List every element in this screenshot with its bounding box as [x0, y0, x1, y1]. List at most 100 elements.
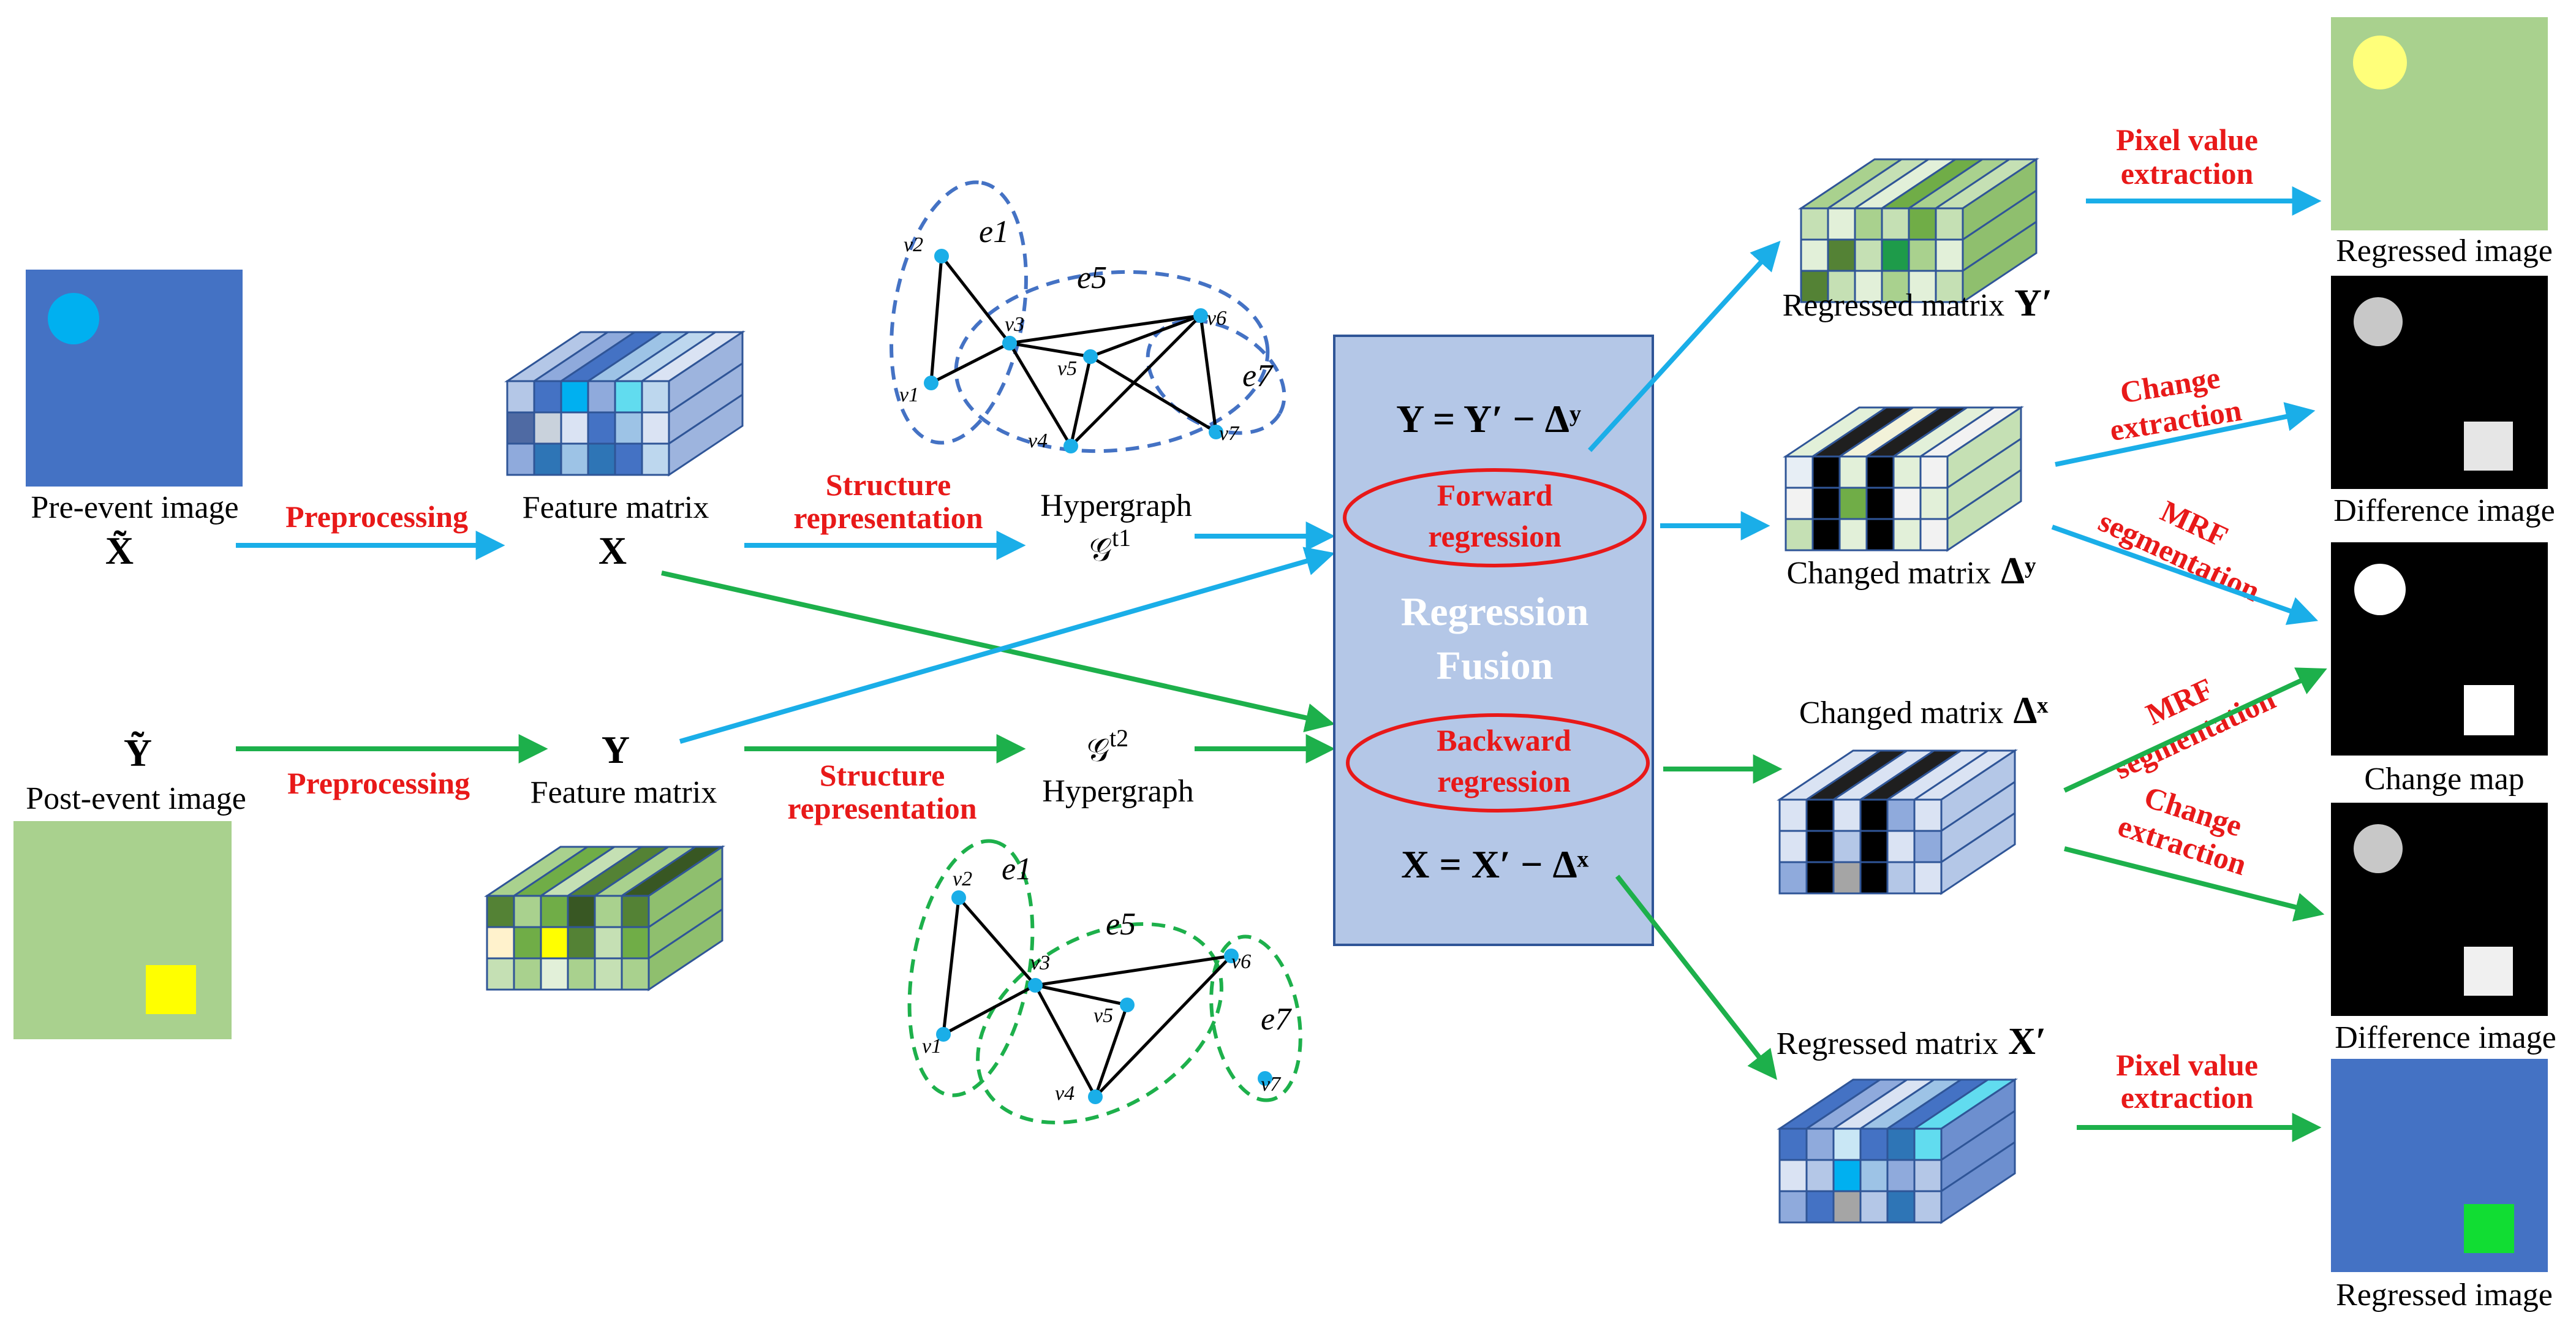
- cube-front-cell: [621, 957, 650, 991]
- cube-front-cell: [486, 895, 515, 928]
- pre-event-image: [26, 270, 243, 487]
- cube-front-cell: [1805, 798, 1835, 832]
- change-extraction-bottom-arrow: [2064, 846, 2325, 922]
- cube-front-cell: [567, 926, 596, 960]
- hyperedge-label: e1: [979, 214, 1009, 249]
- mrf-segmentation-top-arrow: [2051, 525, 2319, 625]
- cube-front-cell: [1908, 238, 1937, 272]
- hyperedge-outline: [890, 180, 1028, 445]
- cube-front-cell: [614, 380, 643, 414]
- cube-front-cell: [1859, 798, 1889, 832]
- pixel-extraction-bottom-line1: Pixel value: [2116, 1048, 2258, 1082]
- cube-front-cell: [1811, 455, 1841, 489]
- cube-front-cell: [1913, 1127, 1943, 1161]
- cube-front-cell: [1865, 518, 1895, 551]
- cube-front-cell: [1785, 518, 1814, 551]
- feature-matrix-x-symbol: X: [599, 529, 627, 572]
- node-label: v5: [1057, 357, 1077, 380]
- cube-front-cell: [1778, 830, 1808, 863]
- node-label: v6: [1231, 950, 1251, 973]
- cube-front-cell: [1886, 1127, 1916, 1161]
- node-label: v2: [953, 868, 972, 890]
- graph-link: [1069, 356, 1092, 447]
- change-map: [2331, 542, 2548, 756]
- hyperedge-label: e5: [1106, 907, 1136, 942]
- cube-front-cell: [594, 895, 623, 928]
- cube-front-cell: [594, 926, 623, 960]
- cube-front-cell: [1892, 455, 1922, 489]
- post-event-symbol: Ỹ: [124, 731, 152, 775]
- difference-image-bottom-label: Difference image: [2335, 1020, 2556, 1055]
- cube-front-cell: [1827, 207, 1856, 241]
- cube-front-cell: [621, 895, 650, 928]
- equation-top: Y = Y′ − Δʸ: [1396, 397, 1581, 441]
- cube-front-cell: [533, 411, 562, 445]
- graph-link: [940, 255, 1011, 344]
- cube-front-cell: [1908, 270, 1937, 303]
- post-event-image: [13, 821, 232, 1039]
- cube-front-cell: [587, 411, 616, 445]
- node-v6: [1193, 308, 1208, 323]
- feature-matrix-y-cube: [484, 845, 725, 991]
- hyperedge-label: e1: [1002, 852, 1032, 887]
- cube-front-cell: [1778, 1127, 1808, 1161]
- node-v4: [1063, 439, 1078, 453]
- change-extraction-top-arrow: [2055, 402, 2316, 467]
- hypergraph-bottom-symbol: 𝒢t2: [1087, 724, 1128, 768]
- node-label: v3: [1030, 952, 1050, 974]
- cube-front-cell: [1892, 518, 1922, 551]
- pixel-extraction-top-line1: Pixel value: [2116, 123, 2258, 157]
- cube-front-cell: [594, 957, 623, 991]
- cube-front-cell: [1881, 207, 1910, 241]
- cube-front-cell: [1838, 487, 1868, 520]
- graph-link: [1199, 315, 1218, 433]
- graph-link: [942, 897, 961, 1035]
- cube-front-cell: [1854, 238, 1883, 272]
- node-label: v1: [922, 1035, 942, 1058]
- y-to-fusion-cross-arrow: [679, 547, 1335, 744]
- difference-image-top: [2331, 276, 2548, 489]
- node-label: v5: [1093, 1004, 1113, 1027]
- cube-front-cell: [1886, 1190, 1916, 1224]
- node-v5: [1083, 349, 1098, 364]
- cube-front-cell: [621, 926, 650, 960]
- cube-front-cell: [540, 895, 569, 928]
- pixel-extraction-bottom-line2: extraction: [2121, 1080, 2254, 1115]
- node-v1: [936, 1027, 951, 1042]
- cube-front-cell: [1805, 1190, 1835, 1224]
- cube-front-cell: [1935, 207, 1964, 241]
- cube-front-cell: [567, 895, 596, 928]
- cube-front-cell: [1805, 861, 1835, 895]
- cube-front-cell: [1913, 798, 1943, 832]
- cube-front-cell: [1805, 830, 1835, 863]
- cube-front-cell: [1800, 207, 1829, 241]
- cube-front-cell: [1913, 1190, 1943, 1224]
- preprocessing-top-label: Preprocessing: [285, 499, 468, 534]
- structure-rep-top-line1: Structure: [826, 468, 951, 502]
- cube-front-cell: [1919, 487, 1949, 520]
- cube-front-cell: [1778, 798, 1808, 832]
- cube-front-cell: [1805, 1127, 1835, 1161]
- cube-front-cell: [1886, 1159, 1916, 1192]
- structure-rep-bottom-line2: representation: [787, 791, 976, 825]
- cube-front-cell: [540, 957, 569, 991]
- cube-front-cell: [506, 411, 535, 445]
- fusion-to-regressed-x-arrow: [1615, 874, 1777, 1080]
- cube-front-cell: [1913, 830, 1943, 863]
- backward-regression-ellipse: [1346, 713, 1650, 813]
- cube-front-cell: [1832, 1159, 1862, 1192]
- node-label: v1: [899, 384, 919, 406]
- cube-front-cell: [1886, 830, 1916, 863]
- cube-front-cell: [641, 442, 670, 476]
- cube-front-cell: [1832, 861, 1862, 895]
- backward-regression-line1: Backward: [1437, 723, 1571, 757]
- regressed-image-bottom: [2331, 1059, 2548, 1272]
- cube-front-cell: [1832, 1190, 1862, 1224]
- cube-front-cell: [641, 380, 670, 414]
- changed-matrix-x-cube: [1777, 749, 2018, 895]
- cube-front-cell: [1785, 455, 1814, 489]
- cube-front-cell: [1838, 455, 1868, 489]
- node-v7: [1209, 425, 1223, 439]
